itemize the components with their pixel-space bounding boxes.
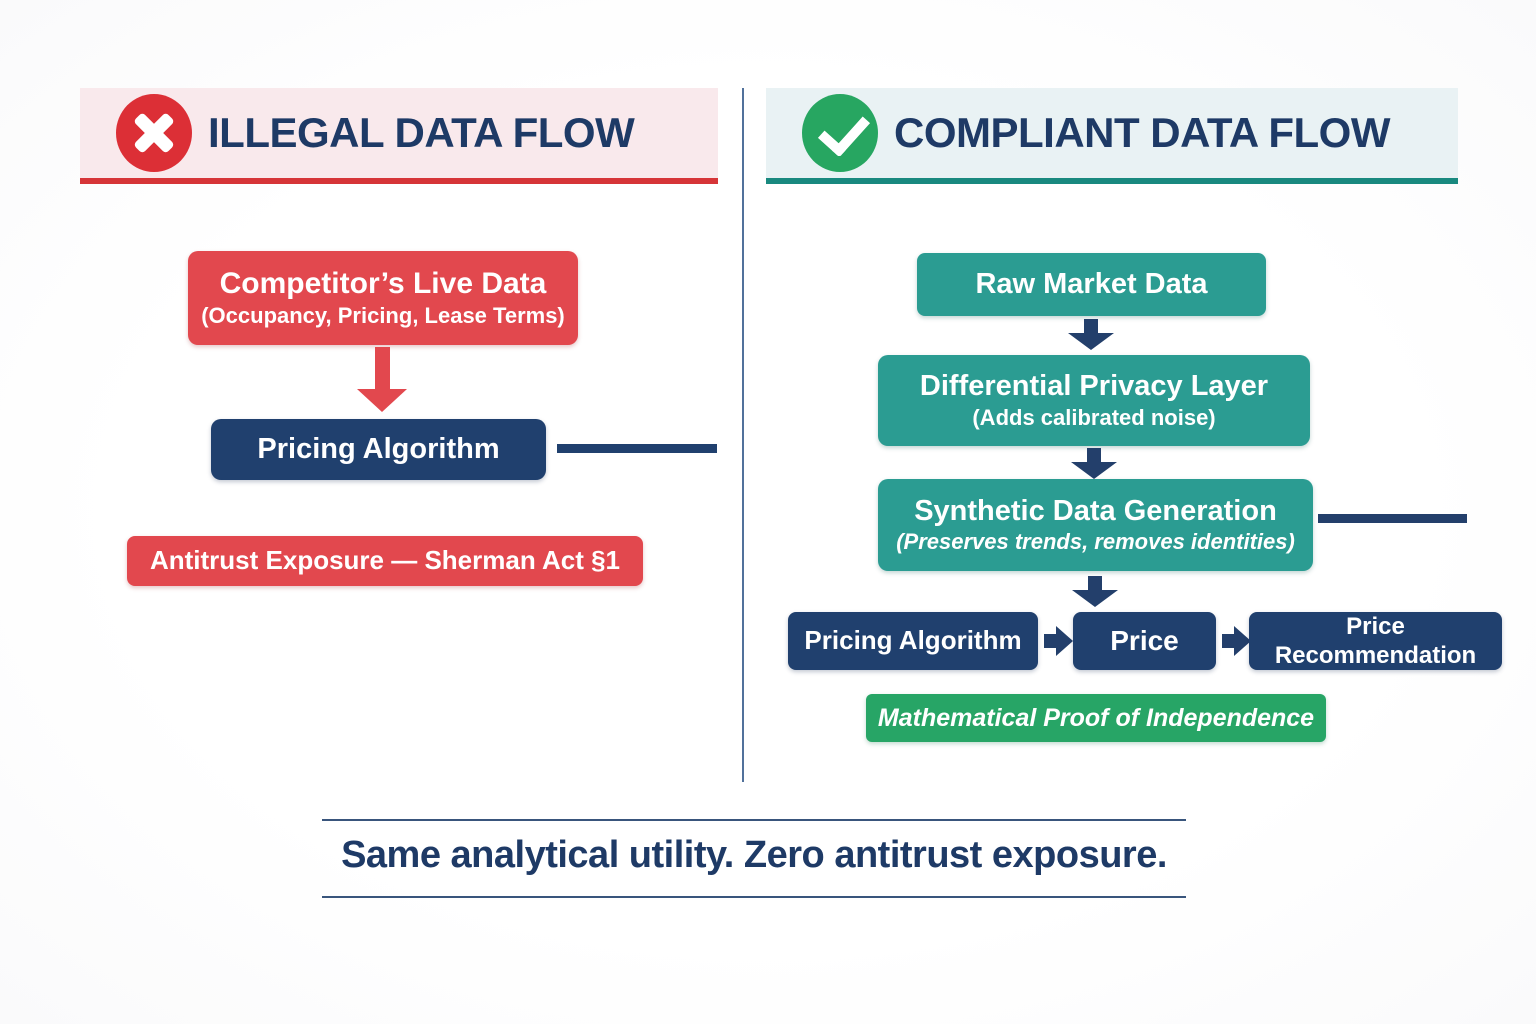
- connector-line-right: [1318, 514, 1467, 523]
- node-title: Raw Market Data: [975, 267, 1208, 300]
- node-title: Mathematical Proof of Independence: [877, 703, 1315, 732]
- right-arrow-icon: [1044, 626, 1073, 656]
- illegal-flow-header: ILLEGAL DATA FLOW: [80, 88, 718, 184]
- node-subtitle: (Preserves trends, removes identities): [896, 529, 1295, 555]
- node-subtitle: (Occupancy, Pricing, Lease Terms): [201, 302, 565, 328]
- node-differential-privacy: Differential Privacy Layer (Adds calibra…: [878, 355, 1310, 446]
- down-arrow-icon: [1071, 448, 1117, 479]
- compliant-flow-header: COMPLIANT DATA FLOW: [766, 88, 1458, 184]
- node-mathematical-proof: Mathematical Proof of Independence: [866, 694, 1326, 742]
- node-title: Price: [1110, 624, 1179, 656]
- node-antitrust-exposure: Antitrust Exposure — Sherman Act §1: [127, 536, 643, 586]
- node-pricing-algorithm-left: Pricing Algorithm: [211, 419, 546, 480]
- node-title: Pricing Algorithm: [804, 625, 1022, 656]
- down-arrow-icon: [1072, 576, 1118, 607]
- compliant-flow-title: COMPLIANT DATA FLOW: [894, 109, 1390, 156]
- node-price: Price: [1073, 612, 1216, 670]
- node-title: Pricing Algorithm: [257, 432, 500, 465]
- node-title: Differential Privacy Layer: [919, 370, 1269, 403]
- node-price-recommendation: Price Recommendation: [1249, 612, 1502, 670]
- node-synthetic-data-generation: Synthetic Data Generation (Preserves tre…: [878, 479, 1313, 571]
- right-arrow-icon: [1222, 626, 1251, 656]
- node-title: Antitrust Exposure — Sherman Act §1: [149, 545, 621, 576]
- down-arrow-icon: [357, 347, 407, 412]
- check-circle-icon: [802, 94, 878, 172]
- connector-line-left: [557, 444, 717, 453]
- illegal-flow-title: ILLEGAL DATA FLOW: [208, 109, 635, 156]
- node-title: Competitor’s Live Data: [219, 267, 547, 301]
- footer-caption: Same analytical utility. Zero antitrust …: [341, 834, 1167, 876]
- column-divider: [742, 88, 744, 782]
- node-title: Synthetic Data Generation: [914, 494, 1277, 527]
- footer-rule-top: [322, 819, 1186, 821]
- node-subtitle: (Adds calibrated noise): [972, 404, 1216, 430]
- x-circle-icon: [116, 94, 192, 172]
- footer-rule-bottom: [322, 896, 1186, 898]
- down-arrow-icon: [1068, 319, 1114, 350]
- node-raw-market-data: Raw Market Data: [917, 253, 1266, 316]
- node-competitor-live-data: Competitor’s Live Data (Occupancy, Prici…: [188, 251, 578, 345]
- node-title: Price Recommendation: [1274, 612, 1477, 669]
- node-pricing-algorithm-right: Pricing Algorithm: [788, 612, 1038, 670]
